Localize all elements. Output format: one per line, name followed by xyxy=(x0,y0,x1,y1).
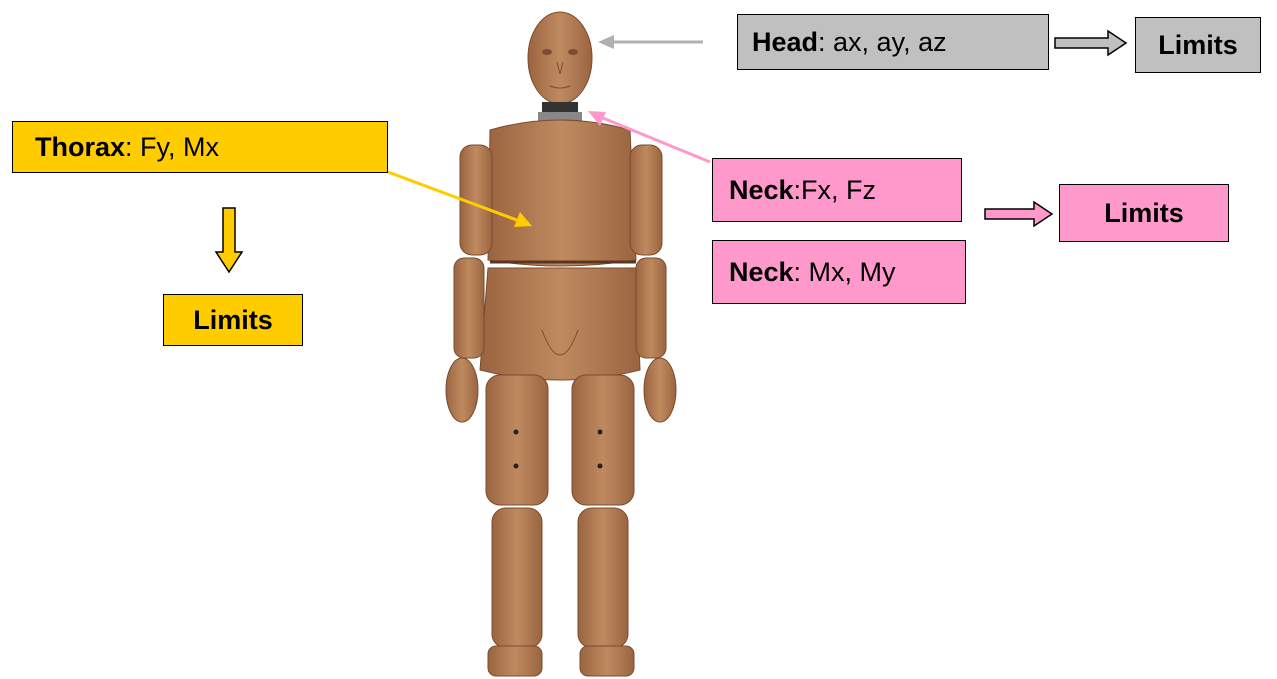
neck-force-label: Neck xyxy=(729,175,794,206)
neck-limits-box: Limits xyxy=(1059,184,1229,242)
head-signals-box: Head: ax, ay, az xyxy=(737,14,1049,70)
head-label: Head xyxy=(752,27,818,58)
thorax-pointer-arrow xyxy=(388,172,532,227)
neck-limits-label: Limits xyxy=(1104,198,1184,229)
neck-pointer-arrow xyxy=(588,111,710,162)
head-limits-label: Limits xyxy=(1158,30,1238,61)
thorax-limits-label: Limits xyxy=(193,305,273,336)
thorax-limits-box: Limits xyxy=(163,294,303,346)
thorax-limits-arrow xyxy=(216,208,242,272)
head-pointer-arrow xyxy=(598,35,703,49)
neck-limits-arrow xyxy=(985,202,1052,226)
neck-moment-signals: : Mx, My xyxy=(794,257,896,288)
neck-force-box: Neck:Fx, Fz xyxy=(712,158,962,222)
neck-moment-box: Neck: Mx, My xyxy=(712,240,966,304)
thorax-signals-box: Thorax: Fy, Mx xyxy=(12,121,388,173)
thorax-label: Thorax xyxy=(35,132,125,163)
head-limits-box: Limits xyxy=(1135,17,1261,73)
thorax-signals: : Fy, Mx xyxy=(125,132,219,163)
neck-moment-label: Neck xyxy=(729,257,794,288)
head-limits-arrow xyxy=(1055,31,1126,55)
neck-force-signals: :Fx, Fz xyxy=(794,175,877,206)
head-signals: : ax, ay, az xyxy=(818,27,947,58)
